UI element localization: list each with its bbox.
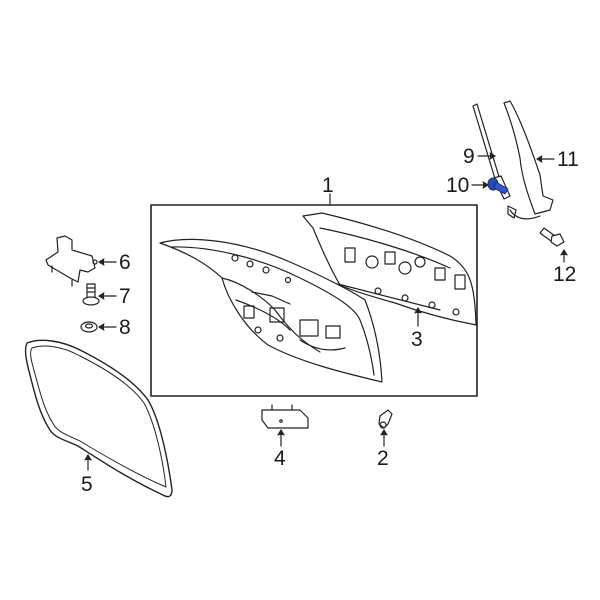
callout-4[interactable]: 4	[274, 447, 286, 470]
hinge-arm-part	[503, 100, 554, 220]
bolt-7-part	[82, 283, 100, 306]
assembly-frame	[150, 204, 478, 397]
trunk-lid-outer-part	[159, 238, 383, 383]
callout-5[interactable]: 5	[81, 473, 93, 496]
callout-6[interactable]: 6	[119, 251, 131, 274]
callout-7[interactable]: 7	[119, 285, 131, 308]
weatherstrip-seal-part	[24, 339, 173, 498]
callout-1[interactable]: 1	[322, 174, 334, 197]
bulb-part	[378, 409, 393, 429]
callout-8[interactable]: 8	[119, 316, 131, 339]
callout-12[interactable]: 12	[553, 263, 577, 286]
bolt-12-part	[539, 227, 565, 247]
callout-9[interactable]: 9	[463, 145, 475, 168]
callout-2[interactable]: 2	[377, 447, 389, 470]
callout-11[interactable]: 11	[557, 148, 579, 171]
nut-8-part	[80, 321, 98, 333]
hinge-part	[45, 235, 98, 287]
callout-10[interactable]: 10	[446, 174, 470, 197]
callout-3[interactable]: 3	[411, 328, 423, 351]
inner-trim-panel-part	[302, 212, 477, 326]
license-lamp-part	[261, 404, 309, 429]
highlighted-bolt-10-part[interactable]	[487, 177, 509, 195]
